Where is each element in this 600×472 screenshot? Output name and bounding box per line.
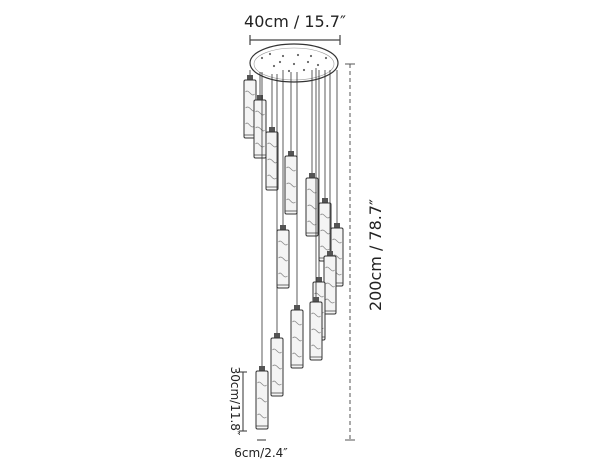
pendant-tube <box>255 370 269 430</box>
canopy-hole <box>287 69 291 73</box>
pendant-marble-vein <box>272 348 282 386</box>
drop-dimension: 200cm / 78.7″ <box>345 63 385 441</box>
total-drop-label: 200cm / 78.7″ <box>366 199 385 311</box>
canopy-hole <box>260 56 264 60</box>
pendant-tube <box>290 309 304 369</box>
canopy-hole <box>309 54 313 58</box>
canopy-hole <box>272 64 276 68</box>
canopy-diameter-label: 40cm / 15.7″ <box>244 12 346 31</box>
canopy-hole <box>296 53 300 57</box>
pendant-marble-vein <box>325 266 335 304</box>
pendant-group <box>243 68 344 430</box>
pendant-cap <box>327 251 333 256</box>
pendant-cap <box>334 223 340 228</box>
pendant-cap <box>257 95 263 100</box>
pendant-marble-vein <box>257 381 267 419</box>
pendant-cap <box>313 297 319 302</box>
pendant-cap <box>294 305 300 310</box>
pendant-diameter-label: 6cm/2.4″ <box>234 446 288 460</box>
pendant-marble-vein <box>255 110 265 148</box>
pendant-tube <box>305 177 319 237</box>
pendant-tube <box>323 255 337 315</box>
canopy-hole <box>268 52 272 56</box>
canopy-hole <box>324 56 328 60</box>
pendant-height-label: 30cm/11.8″ <box>228 367 242 436</box>
pendant-cap <box>309 173 315 178</box>
pendant-cap <box>269 127 275 132</box>
pendant-tube <box>284 155 298 215</box>
pendant-cap <box>259 366 265 371</box>
pendant-tube <box>265 131 279 191</box>
pendant-cap <box>316 277 322 282</box>
pendant-tube <box>253 99 267 159</box>
pendant-marble-vein <box>320 213 330 251</box>
pendant-cap <box>280 225 286 230</box>
pendant-cap <box>288 151 294 156</box>
canopy-hole <box>292 62 296 66</box>
pendant-marble-vein <box>311 312 321 350</box>
pendant-height-dimension: 30cm/11.8″ <box>228 367 247 436</box>
canopy-hole <box>278 60 282 64</box>
pendant-diameter-dimension: 6cm/2.4″ <box>234 439 288 460</box>
canopy-hole <box>281 54 285 58</box>
pendant-tube <box>270 337 284 397</box>
pendant-tube <box>276 229 290 289</box>
canopy-hole <box>302 68 306 72</box>
canopy-holes <box>260 52 328 73</box>
pendant-marble-vein <box>286 166 296 204</box>
pendant-marble-vein <box>278 240 288 278</box>
pendant-marble-vein <box>267 142 277 180</box>
width-dimension: 40cm / 15.7″ <box>244 12 346 45</box>
pendant-cap <box>274 333 280 338</box>
pendant-cap <box>322 198 328 203</box>
pendant-tube <box>309 301 323 361</box>
canopy-hole <box>316 63 320 67</box>
pendant-cap <box>247 75 253 80</box>
pendant-marble-vein <box>292 320 302 358</box>
canopy-inner-rim <box>253 47 335 81</box>
canopy-hole <box>306 60 310 64</box>
